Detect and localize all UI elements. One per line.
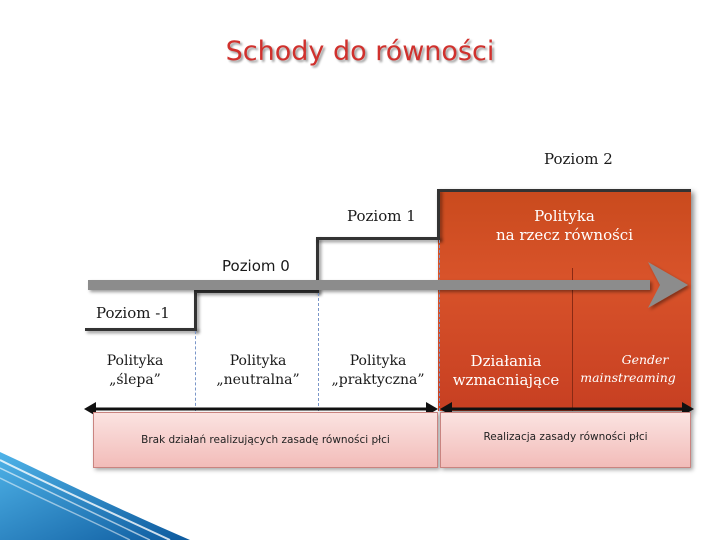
level-2-label: Poziom 2 [544,150,613,168]
separator-dashed [195,331,196,411]
step-level-minus1-top [85,328,197,331]
gender-mainstreaming-label: Gender mainstreaming [580,352,676,385]
level-minus1-label: Poziom -1 [96,304,170,322]
equality-box-divider [572,268,573,411]
no-actions-box: Brak działań realizujących zasadę równoś… [93,412,438,468]
step-level0-top [194,290,319,293]
corner-decoration [0,452,190,540]
step-riser-2 [437,189,440,240]
policy-neutral: Polityka „neutralna” [216,353,300,388]
equality-policy-box [438,189,691,411]
level-0-label: Poziom 0 [222,257,290,275]
step-level1-top [316,237,440,240]
step-riser-0 [194,290,197,331]
positive-actions-label: Działania wzmacniające [452,352,560,389]
level-1-label: Poziom 1 [347,207,416,225]
realization-box: Realizacja zasady równości płci [440,412,691,468]
step-riser-1 [316,237,319,293]
separator-dashed [439,240,440,411]
separator-dashed [318,293,319,411]
equality-policy-title: Polityka na rzecz równości [495,207,634,244]
policy-blind: Polityka „ślepa” [106,353,164,388]
slide-title: Schody do równości [225,36,495,67]
policy-practical: Polityka „praktyczna” [331,353,425,388]
step-level2-top [437,189,691,192]
